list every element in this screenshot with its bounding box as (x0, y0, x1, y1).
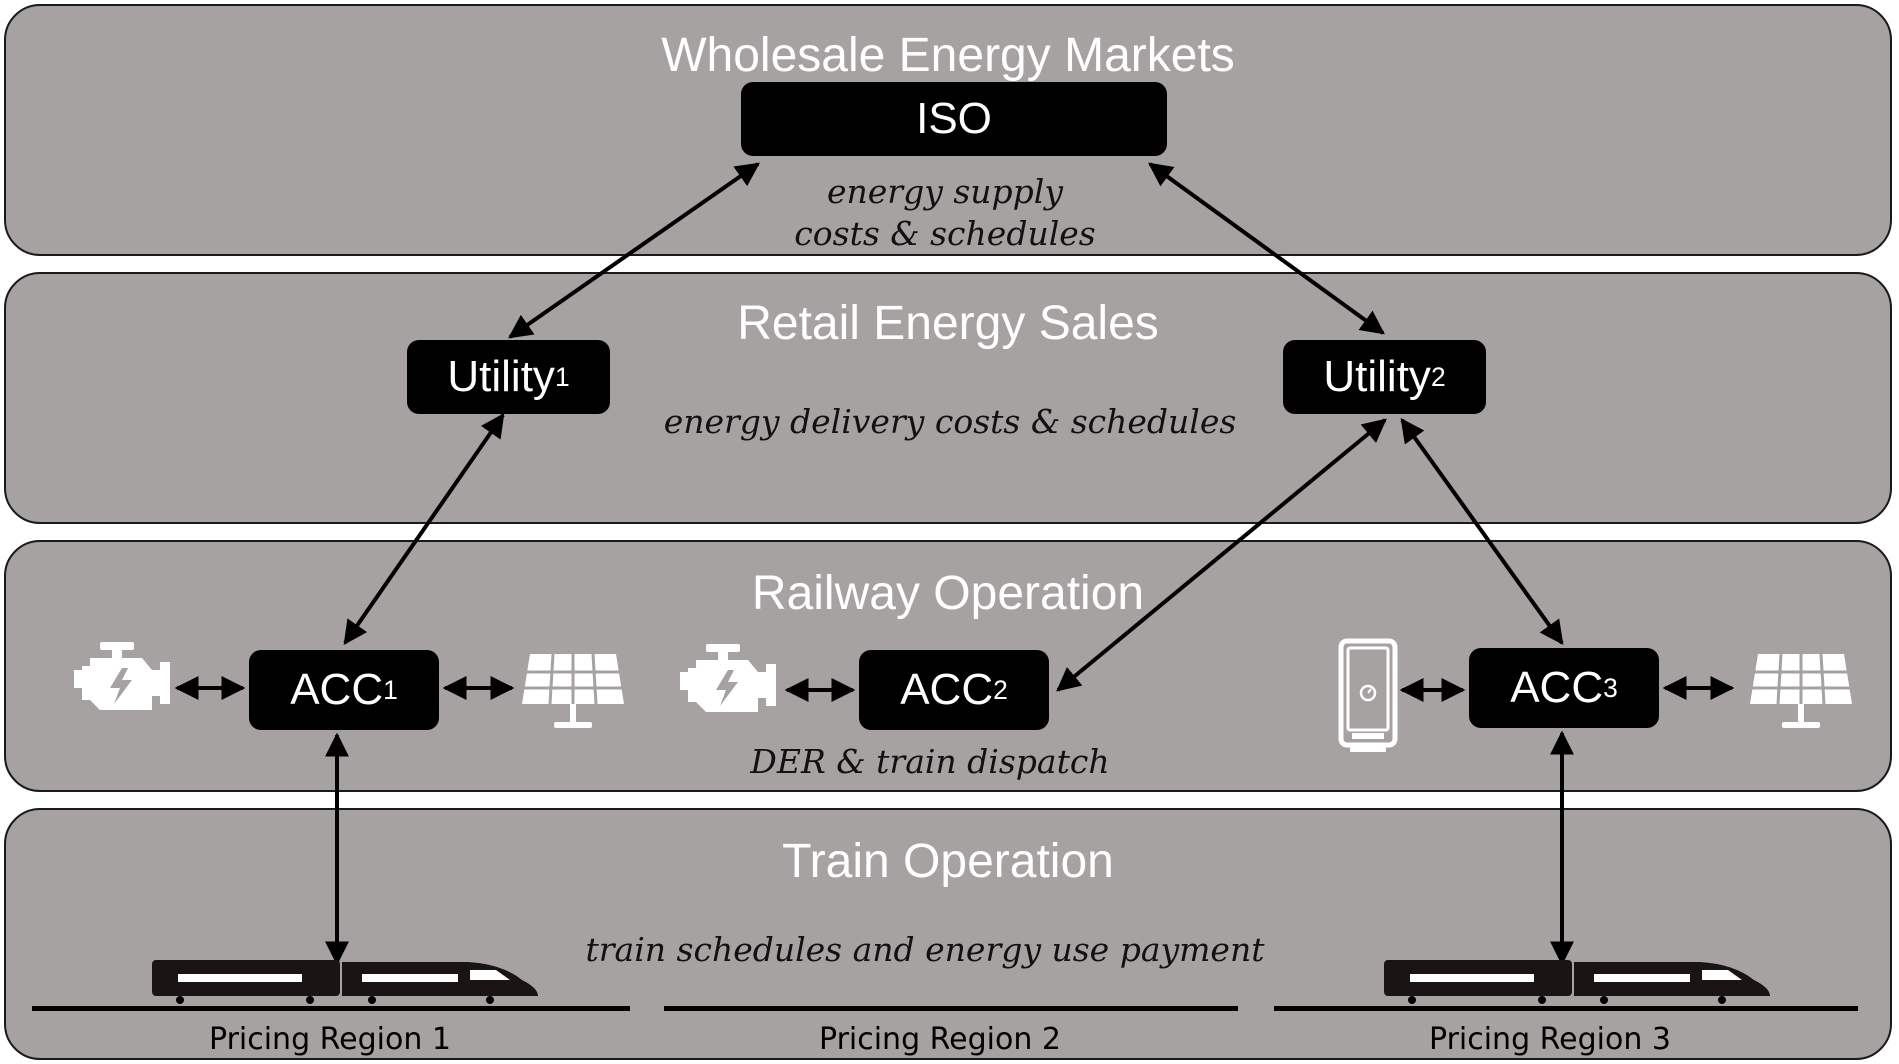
pricing-region-2-track (664, 1006, 1238, 1011)
arrow-utility2-acc2 (1056, 418, 1387, 692)
acc2-label: ACC (900, 665, 994, 714)
layer-retail-energy-sales: Retail Energy Sales (4, 272, 1892, 524)
train-icon (152, 960, 538, 1004)
pricing-region-3-track (1274, 1006, 1858, 1011)
layer-title: Retail Energy Sales (737, 297, 1159, 350)
train-icon (1384, 960, 1770, 1004)
layer-wholesale-energy-markets: Wholesale Energy Markets (4, 4, 1892, 256)
arrow-iso-utility2 (1148, 162, 1385, 335)
layer-title: Train Operation (782, 835, 1114, 888)
pricing-region-1-track (32, 1006, 630, 1011)
iso-node[interactable]: ISO (741, 82, 1167, 156)
acc1-label: ACC (290, 665, 384, 714)
arrow-utility2-acc3 (1400, 418, 1564, 645)
wholesale-desc-line2: costs & schedules (794, 214, 1096, 253)
arrow-iso-utility1 (508, 162, 760, 339)
solar-panel-icon (522, 653, 624, 728)
engine-icon (74, 642, 170, 710)
arrow-utility1-acc1 (343, 413, 505, 645)
layer-train-operation: Train Operation (4, 808, 1892, 1060)
iso-label: ISO (916, 94, 992, 143)
pricing-region-2-label: Pricing Region 2 (819, 1022, 1061, 1057)
acc3-subscript: 3 (1603, 672, 1618, 703)
battery-storage-icon (1338, 638, 1398, 752)
utility2-label: Utility (1323, 352, 1431, 401)
railway-desc: DER & train dispatch (750, 742, 1110, 781)
wholesale-desc-line1: energy supply (827, 172, 1063, 211)
acc1-subscript: 1 (383, 674, 398, 705)
engine-icon (680, 644, 776, 712)
utility1-subscript: 1 (554, 361, 570, 392)
layer-title: Wholesale Energy Markets (661, 29, 1235, 82)
solar-panel-icon (1750, 653, 1852, 728)
acc3-label: ACC (1510, 663, 1604, 712)
train-desc: train schedules and energy use payment (585, 930, 1265, 969)
utility1-label: Utility (447, 352, 555, 401)
pricing-region-3-label: Pricing Region 3 (1429, 1022, 1671, 1057)
pricing-region-1-label: Pricing Region 1 (209, 1022, 451, 1057)
acc2-subscript: 2 (993, 674, 1008, 705)
utility2-subscript: 2 (1430, 361, 1446, 392)
